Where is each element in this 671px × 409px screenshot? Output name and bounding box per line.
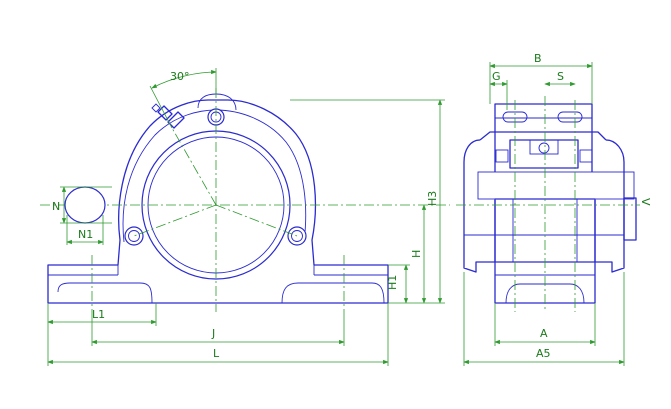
slot-detail xyxy=(64,186,106,224)
angle-centerline xyxy=(171,127,217,206)
set-screw xyxy=(538,142,550,154)
angle-extension xyxy=(149,85,173,129)
label-A5: A5 xyxy=(536,347,551,360)
label-N: N xyxy=(52,200,60,213)
label-H1: H1 xyxy=(386,275,399,290)
grease-nipple xyxy=(151,103,185,129)
right-foot-detail xyxy=(281,274,388,304)
left-foot-detail xyxy=(48,274,153,304)
label-A: A xyxy=(540,327,548,340)
left-bolt-centerline xyxy=(133,204,217,237)
angle-label: 30° xyxy=(170,70,190,83)
angle-arc xyxy=(151,69,217,89)
label-L: L xyxy=(213,347,220,360)
label-J: J xyxy=(211,327,215,340)
seal-right xyxy=(579,149,593,163)
right-bolt-centerline xyxy=(215,204,298,237)
label-B: B xyxy=(534,52,542,65)
bearing-collar xyxy=(529,139,559,155)
right-bolt-hole-inner xyxy=(291,230,303,242)
label-N1: N1 xyxy=(78,228,93,241)
label-G: G xyxy=(492,70,501,83)
label-S: S xyxy=(557,70,564,83)
side-view: B G S A A5 V xyxy=(456,52,652,366)
top-boss xyxy=(197,93,237,111)
label-V: V xyxy=(639,198,652,206)
front-view: 30° N N1 L1 J L H1 H H3 xyxy=(40,68,450,366)
left-bolt-hole xyxy=(124,226,144,246)
label-H: H xyxy=(410,250,423,258)
side-housing-outline xyxy=(463,139,625,273)
shaft xyxy=(477,171,635,200)
side-housing-right-top xyxy=(591,131,607,172)
cap-bolt-right xyxy=(557,111,583,123)
label-H3: H3 xyxy=(426,191,439,206)
seal-left xyxy=(495,149,509,163)
label-L1: L1 xyxy=(92,308,105,321)
side-housing-left-top xyxy=(479,131,496,172)
housing-outline xyxy=(47,99,389,304)
flange-V xyxy=(623,197,637,241)
left-bolt-hole-inner xyxy=(128,230,140,242)
